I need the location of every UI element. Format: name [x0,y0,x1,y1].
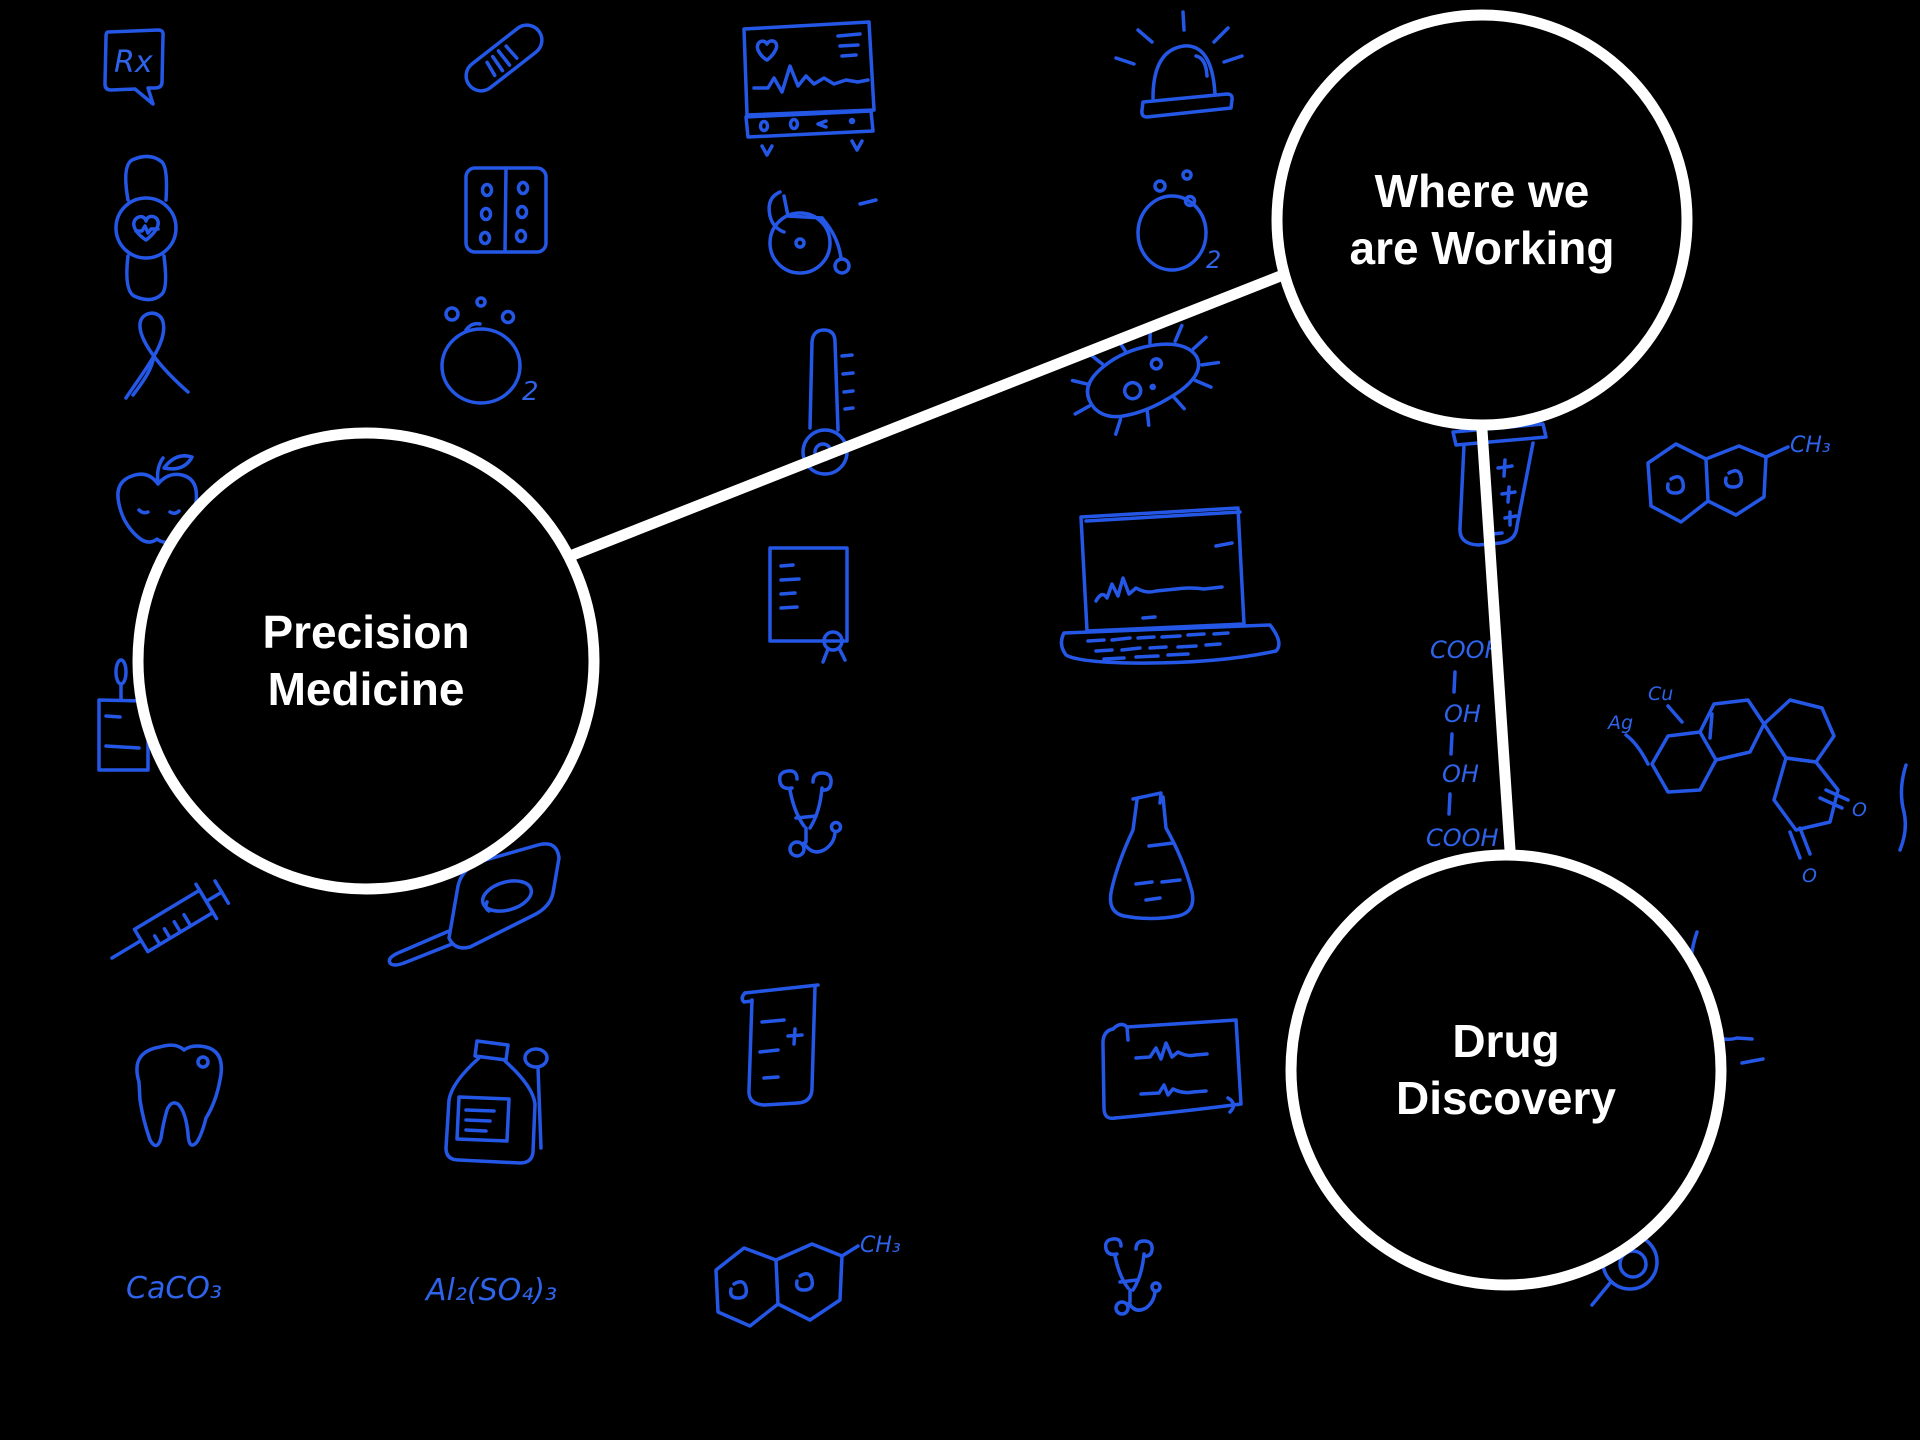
smartwatch-icon [114,154,178,302]
apple-icon [116,454,199,544]
bacteria-icon [1070,323,1221,436]
certificate-icon [768,546,849,664]
flipchart-board-icon [97,658,150,772]
naphthalene-ch3-top-icon: CH₃ [1646,433,1831,524]
ag-label: Ag [1606,712,1633,734]
steroid-molecule-icon: Cu Ag O O [1606,683,1867,887]
ch3-label-bottom: CH₃ [860,1233,901,1258]
precision-medicine-label: Precision Medicine [166,561,566,761]
bandage-icon [464,23,544,93]
pill-blister-pack-icon [464,166,548,254]
oxygen-molecule-large-icon: 2 [440,296,539,407]
stethoscope-small-icon [1103,1237,1162,1316]
cooh-top-label: COOH [1430,636,1503,664]
node-where-we-are-working [1271,9,1693,431]
node-precision-medicine [132,427,600,895]
cooh-chain-icon: COOH OH OH COOH [1426,636,1503,852]
drug-discovery-line1: Drug [1452,1014,1560,1067]
scroll-chart-icon [1101,1018,1243,1121]
precision-medicine-line1: Precision [262,605,470,658]
awareness-ribbon-icon [124,311,190,400]
al2so43-formula: Al₂(SO₄)₃ [424,1273,557,1308]
o2-subscript: 2 [1206,246,1221,274]
drug-discovery-label: Drug Discovery [1306,970,1706,1170]
ch3-label-top: CH₃ [1790,433,1831,458]
oxygen-molecule-small-icon: 2 [1136,169,1221,274]
drug-discovery-line2: Discovery [1396,1072,1616,1124]
o-label-bottom: O [1802,865,1817,887]
o-label-right: O [1852,799,1867,821]
rx-label: Rx [114,45,153,80]
o2-subscript-2: 2 [522,377,539,407]
siren-icon [1114,10,1244,119]
erlenmeyer-flask-icon [1108,791,1195,921]
laptop-icon [1059,506,1281,665]
precision-medicine-line2: Medicine [267,663,465,715]
oh-label-2: OH [1442,760,1479,788]
caco3-text: CaCO₃ [126,1271,222,1306]
medicine-bottle-spoon-icon [444,1039,549,1165]
syringe-icon [110,879,231,960]
rx-prescription-icon: Rx [103,28,165,106]
where-we-are-working-line1: Where we [1374,164,1590,217]
tooth-icon [135,1043,224,1148]
wheelchair-icon [767,190,878,275]
connector-where-to-drug [1474,394,1518,886]
right-edge-squiggle-icon [1898,763,1908,852]
test-tube-icon [1451,422,1548,547]
beaker-icon [740,983,820,1107]
caco3-formula: CaCO₃ [126,1271,222,1306]
connector-precision-to-where [554,256,1322,566]
where-we-are-working-label: Where we are Working [1282,120,1682,320]
oh-label-1: OH [1444,700,1481,728]
where-we-are-working-line2: are Working [1349,222,1615,274]
stethoscope-icon [777,769,843,858]
al2so43-text: Al₂(SO₄)₃ [424,1273,557,1308]
node-drug-discovery [1285,849,1727,1291]
naphthalene-ch3-bottom-icon: CH₃ [714,1233,901,1328]
cooh-bottom-label: COOH [1426,824,1499,852]
cu-label: Cu [1648,683,1673,705]
heart-monitor-icon [742,20,876,157]
